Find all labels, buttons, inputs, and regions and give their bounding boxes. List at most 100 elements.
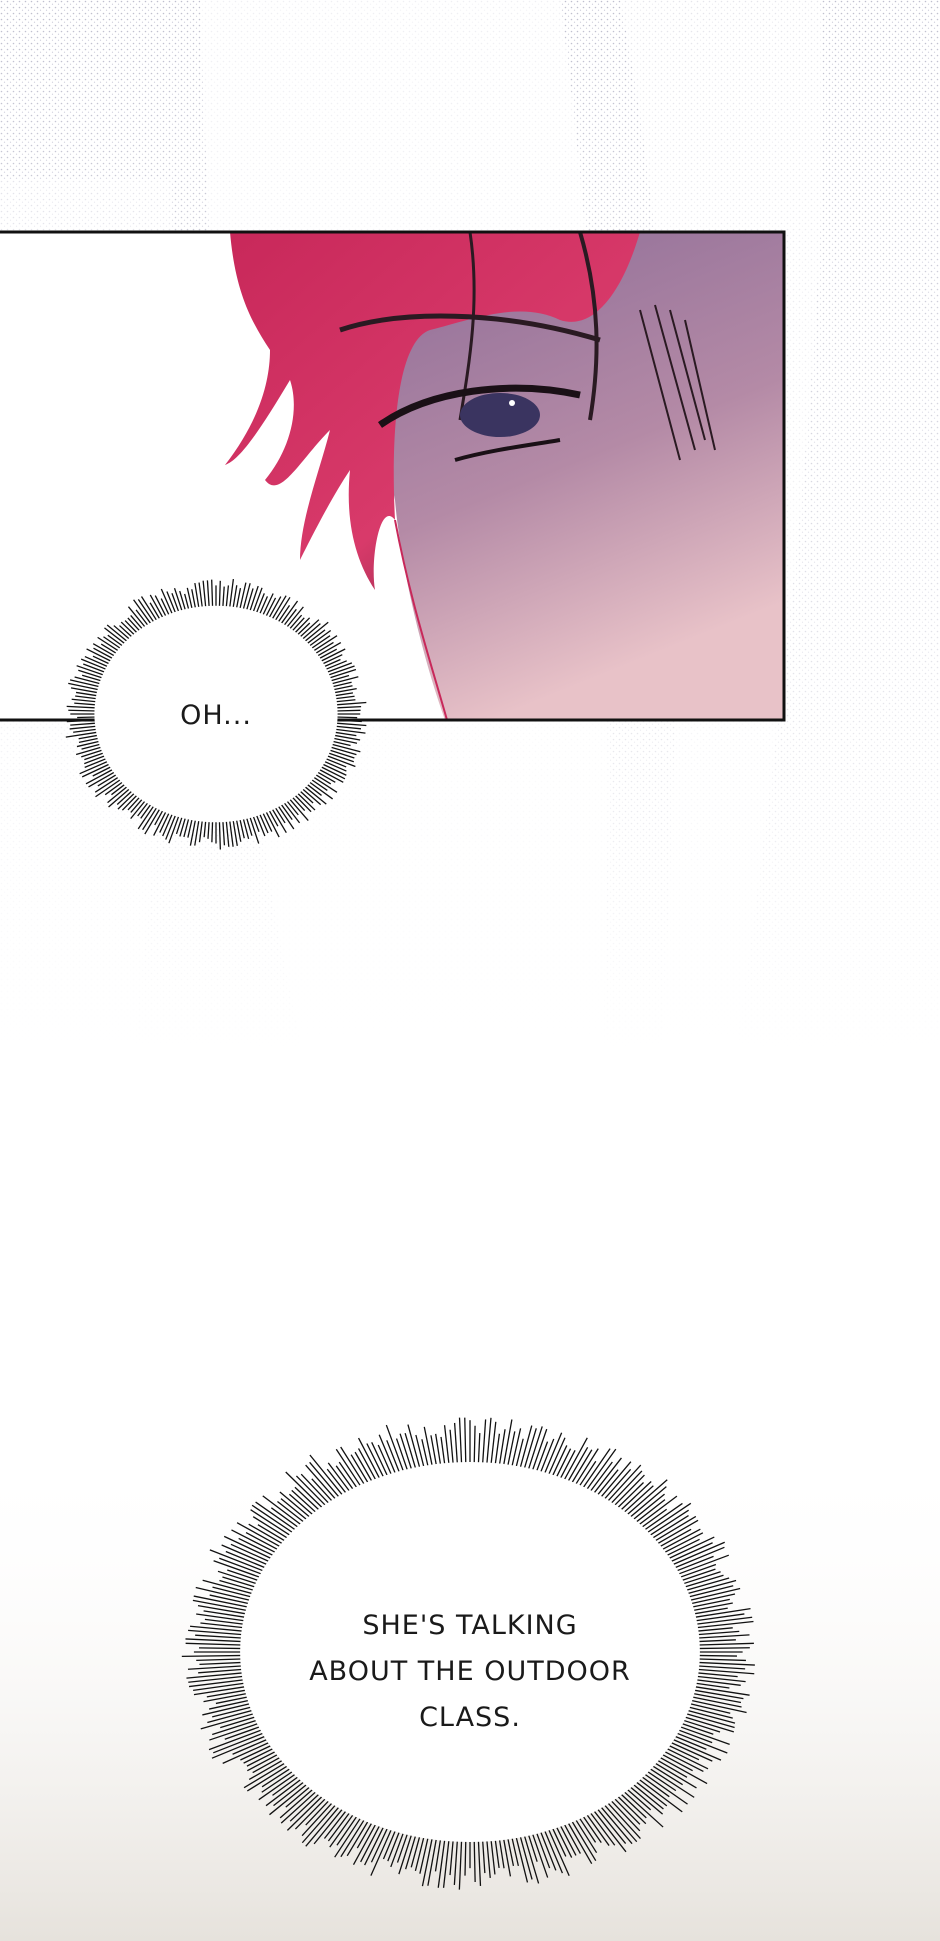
burst-spike [106, 624, 129, 643]
burst-spike [247, 1752, 282, 1772]
burst-spike [75, 695, 99, 700]
burst-spike [77, 716, 98, 719]
burst-spike [405, 1832, 418, 1870]
burst-spike [311, 1478, 335, 1505]
burst-spike [76, 665, 106, 677]
burst-spike [198, 582, 204, 609]
burst-spike [140, 802, 153, 819]
burst-spike [154, 595, 168, 618]
burst-spike [370, 1826, 394, 1876]
burst-spike [85, 768, 115, 785]
burst-spike [546, 1826, 570, 1877]
burst-spike [665, 1743, 700, 1761]
burst-spike [319, 648, 346, 663]
burst-spike [193, 1595, 252, 1609]
burst-spike [435, 1433, 442, 1468]
burst-spike [264, 597, 277, 618]
burst-spike [332, 734, 361, 741]
burst-spike [206, 1688, 250, 1698]
burst-spike [630, 1493, 665, 1523]
burst-spike [449, 1837, 455, 1876]
burst-spike [336, 1813, 360, 1846]
burst-spike [215, 1695, 252, 1705]
burst-spike [694, 1639, 736, 1643]
burst-spike [329, 746, 357, 756]
burst-spike [693, 1675, 746, 1683]
burst-spike [485, 1417, 492, 1467]
burst-spike [329, 674, 350, 682]
burst-spike [506, 1431, 516, 1469]
burst-spike [97, 773, 119, 787]
burst-spike [580, 1448, 611, 1491]
burst-spike [630, 1781, 664, 1810]
burst-spike [688, 1695, 742, 1708]
burst-spike [133, 599, 153, 626]
burst-spike [261, 1768, 296, 1793]
burst-spike [326, 751, 355, 763]
burst-spike [228, 579, 235, 609]
burst-spike [398, 1831, 414, 1875]
burst-spike [196, 1613, 249, 1622]
burst-spike [144, 807, 162, 835]
burst-spike [694, 1665, 746, 1670]
burst-spike [390, 1829, 406, 1868]
burst-spike [407, 1424, 422, 1471]
burst-spike [658, 1752, 693, 1772]
burst-spike [313, 641, 334, 655]
burst-spike [252, 587, 263, 614]
burst-spike [315, 641, 342, 658]
burst-spike [550, 1825, 567, 1857]
burst-spike [238, 1537, 277, 1558]
burst-spike [267, 808, 279, 827]
burst-spike [329, 1811, 356, 1848]
burst-spike [113, 625, 132, 641]
burst-spike [92, 655, 111, 666]
burst-spike [305, 782, 322, 796]
bubble-text-oh: OH... [180, 700, 252, 731]
burst-spike [534, 1829, 551, 1869]
burst-spike [530, 1428, 548, 1474]
burst-spike [246, 1749, 279, 1767]
burst-spike [587, 1461, 613, 1495]
burst-spike [506, 1835, 515, 1867]
burst-spike [334, 699, 356, 703]
burst-spike [65, 731, 99, 738]
burst-spike [222, 586, 225, 609]
burst-spike [285, 1784, 313, 1808]
burst-spike [354, 1451, 374, 1485]
burst-spike [92, 643, 117, 658]
burst-spike [453, 1837, 459, 1885]
burst-spike [228, 819, 234, 847]
burst-spike [189, 818, 197, 846]
burst-spike [641, 1502, 683, 1533]
burst-spike [614, 1793, 647, 1825]
burst-spike [477, 1837, 482, 1886]
burst-spike [222, 1576, 259, 1589]
burst-spike [81, 743, 102, 750]
burst-spike [692, 1616, 753, 1626]
burst-spike [83, 663, 107, 674]
burst-spike [193, 1685, 249, 1696]
burst-spike [686, 1587, 741, 1602]
burst-spike [160, 588, 174, 616]
burst-spike [691, 1685, 750, 1696]
burst-spike [162, 812, 174, 837]
burst-spike [689, 1602, 733, 1612]
burst-spike [514, 1834, 529, 1883]
burst-spike [649, 1515, 689, 1541]
burst-spike [208, 1728, 266, 1751]
burst-spike [212, 1718, 261, 1736]
burst-spike [93, 647, 115, 660]
burst-spike [554, 1823, 573, 1858]
burst-spike [255, 813, 266, 837]
burst-spike [221, 1544, 271, 1567]
burst-spike [430, 1435, 438, 1469]
burst-spike [70, 687, 100, 694]
burst-spike [279, 1786, 316, 1819]
burst-spike [522, 1832, 540, 1884]
burst-spike [638, 1508, 668, 1530]
burst-spike [633, 1779, 668, 1807]
burst-spike [206, 580, 210, 609]
burst-spike [530, 1830, 549, 1878]
burst-spike [656, 1755, 708, 1785]
